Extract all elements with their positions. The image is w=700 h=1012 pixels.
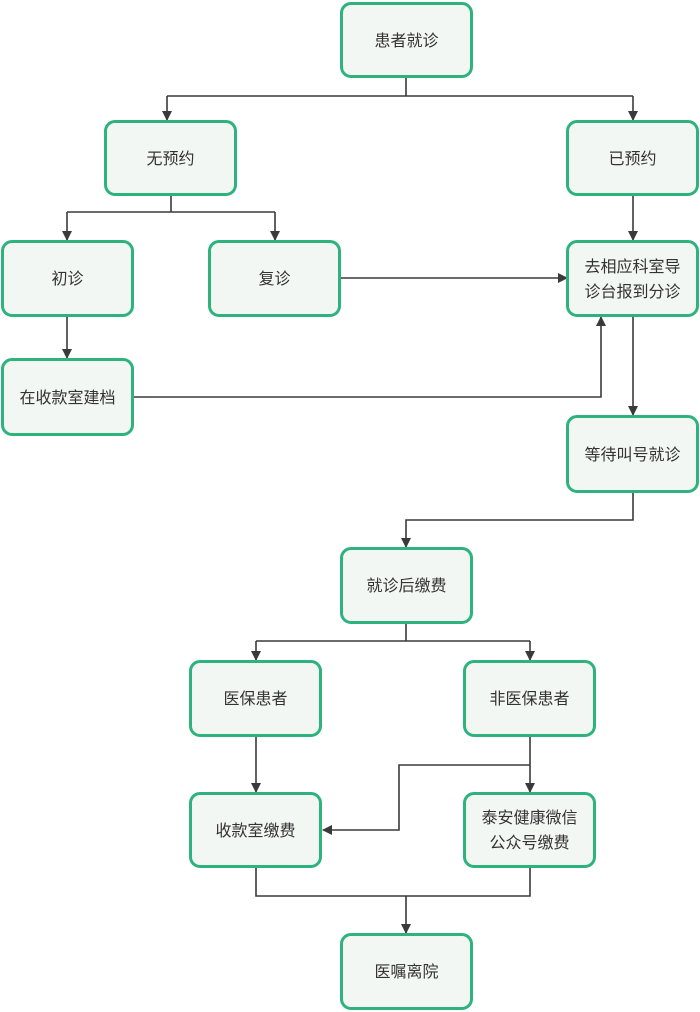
node-label: 患者就诊: [374, 30, 439, 50]
edge-wait-to-pay: [401, 493, 634, 548]
node-label: 去相应科室导 诊台报到分诊: [584, 256, 681, 301]
node-label: 医保患者: [223, 689, 288, 708]
edge-uninsured-to-cashier: [322, 764, 530, 835]
node-has-appointment: 已预约: [566, 120, 699, 196]
edge-visit-branch: [167, 78, 633, 97]
node-label: 医嘱离院: [374, 962, 439, 981]
node-label: 复诊: [258, 269, 291, 288]
node-label: 收款室缴费: [215, 820, 296, 840]
node-label: 就诊后缴费: [366, 576, 447, 595]
edge-merge-to-leave: [255, 868, 531, 933]
node-label: 非医保患者: [489, 689, 570, 708]
node-label: 已预约: [608, 148, 657, 168]
node-label: 在收款室建档: [19, 387, 116, 407]
node-no-appointment: 无预约: [104, 120, 237, 196]
node-patient-visit: 患者就诊: [340, 2, 473, 78]
node-cashier-payment: 收款室缴费: [189, 792, 322, 868]
edge-no-appt-branch: [67, 196, 275, 213]
node-return-visit: 复诊: [208, 240, 341, 317]
node-wechat-payment: 泰安健康微信 公众号缴费: [463, 792, 596, 868]
node-pay-after-visit: 就诊后缴费: [340, 547, 473, 624]
node-uninsured-patient: 非医保患者: [463, 660, 596, 737]
node-label: 泰安健康微信 公众号缴费: [481, 808, 578, 852]
edge-pay-branch: [256, 624, 530, 642]
edge-register-to-guide: [133, 316, 606, 398]
node-first-visit: 初诊: [1, 240, 134, 317]
node-register-file: 在收款室建档: [1, 358, 134, 436]
node-insured-patient: 医保患者: [189, 660, 322, 737]
node-label: 等待叫号就诊: [584, 444, 681, 464]
node-label: 初诊: [51, 269, 84, 288]
node-label: 无预约: [146, 148, 195, 168]
node-wait-call: 等待叫号就诊: [566, 415, 699, 493]
node-discharge: 医嘱离院: [340, 933, 473, 1010]
node-guide-desk: 去相应科室导 诊台报到分诊: [566, 240, 699, 317]
